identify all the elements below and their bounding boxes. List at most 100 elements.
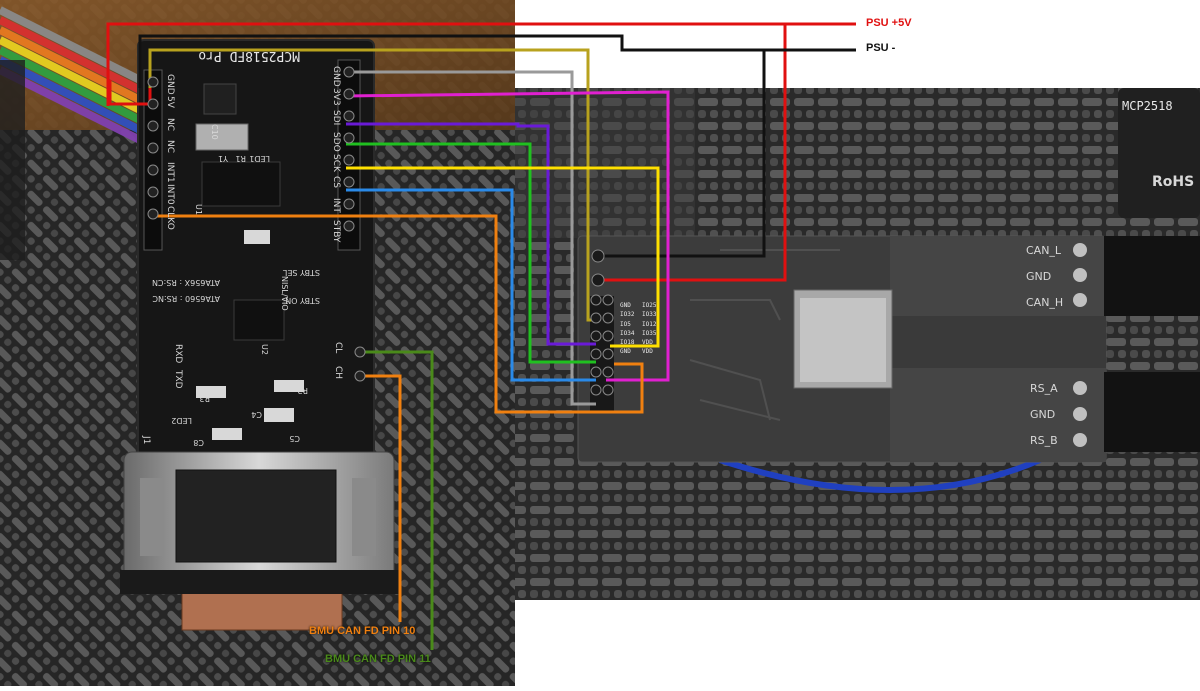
silk-left-r2: R2 <box>297 386 308 395</box>
chip-u1 <box>201 161 281 207</box>
right-header-pin <box>602 312 614 324</box>
silk-left-cl: CL <box>333 342 343 353</box>
right-header-pin <box>590 366 602 378</box>
right-header-pin <box>602 384 614 396</box>
silk-left-r1: R1 <box>235 154 246 163</box>
silk-right-pin-label: INT <box>331 198 341 213</box>
header-pin-left <box>147 120 159 132</box>
left-photo: MCP2518FD Pro <box>0 0 515 686</box>
right-header-pin <box>602 348 614 360</box>
silk-left-r3: R3 <box>199 394 210 403</box>
wire-gnd-gray <box>346 70 596 406</box>
silk-left-j1: J1 <box>141 435 151 444</box>
right-header-pin <box>590 312 602 324</box>
header-pin-left <box>147 186 159 198</box>
right-header-pin <box>602 294 614 306</box>
silk-left-nisl-vio: NISL/VIO <box>280 276 289 311</box>
chip-y1 <box>195 123 249 151</box>
corner-board <box>1118 88 1200 218</box>
can-terminal-pin <box>354 346 366 358</box>
silk-right-pin-label: SDI <box>331 110 341 125</box>
silk-left-c5: C5 <box>289 434 300 443</box>
header-pin-left <box>147 208 159 220</box>
silk-left-led1: LED1 <box>249 154 270 163</box>
right-header-pin <box>590 294 602 306</box>
wire-purple <box>346 122 596 346</box>
silk-left-pin-label: NC <box>165 140 175 153</box>
header-pin-left <box>147 164 159 176</box>
silk-left-pin-label: GND <box>165 74 175 95</box>
db9-connector <box>120 451 400 631</box>
silk-right-pin-label: SDO <box>331 132 341 152</box>
can-terminal-pin <box>354 370 366 382</box>
silk-left-u1: U1 <box>194 204 203 215</box>
silk-left-ata656x-rs-cn: ATA656X : RS:CN <box>152 278 220 287</box>
corner-chip-name: MCP2518 <box>1122 99 1173 113</box>
silk-left-u2: U2 <box>260 344 269 355</box>
silk-left-stby-on: STBY ON <box>285 296 320 305</box>
silk-right-pin-label: VDD <box>642 348 653 355</box>
wire-yellow <box>346 166 660 348</box>
silk-left-pin-label: 5V <box>165 96 175 109</box>
header-pin-right <box>343 154 355 166</box>
header-pin-right <box>343 220 355 232</box>
wire-magenta <box>345 90 670 382</box>
silk-right-pin-label: GND <box>620 348 631 355</box>
silk-right-pin-label: IO5 <box>620 321 631 328</box>
silk-connector-top-label: CAN_H <box>1026 296 1063 309</box>
right-header-pin <box>602 366 614 378</box>
silk-right-pin-label: IO25 <box>642 302 657 309</box>
silk-left-c6: C6 <box>225 428 236 437</box>
silk-connector-bottom-label: GND <box>1030 408 1055 421</box>
right-header-pin <box>590 384 602 396</box>
silk-right-pin-label: IO33 <box>642 311 657 318</box>
power-pin <box>591 273 605 287</box>
silk-right-pin-label: VDD <box>642 339 653 346</box>
silk-left-c10: C10 <box>210 124 219 140</box>
silk-left-rxd: RXD <box>173 344 183 363</box>
silk-left-txd: TXD <box>173 369 183 389</box>
header-pin-right <box>343 66 355 78</box>
right-photo: MCP2518 RoHS <box>515 88 1200 600</box>
header-pin-left <box>147 142 159 154</box>
chip-u2 <box>233 299 285 341</box>
silk-right-pin-label: GND <box>331 66 341 87</box>
header-pin-left <box>147 76 159 88</box>
silk-left-c8: C8 <box>193 438 204 447</box>
silk-right-pin-label: STBY <box>331 220 341 243</box>
silk-right-pin-label: IO18 <box>620 339 635 346</box>
silk-left-pin-label: INT1 <box>165 162 175 183</box>
label-psu-positive: PSU +5V <box>866 17 912 29</box>
label-bmu-can-fd-pin-10: BMU CAN FD PIN 10 <box>309 625 416 637</box>
silk-right-pin-label: 3V3 <box>331 88 341 106</box>
power-pin <box>591 249 605 263</box>
silk-left-pin-label: NC <box>165 118 175 131</box>
silk-left-c4: C4 <box>251 410 262 419</box>
label-psu-negative: PSU - <box>866 42 896 54</box>
wire-psu-positive <box>106 22 856 282</box>
wire-green <box>346 142 596 364</box>
header-pin-right <box>343 132 355 144</box>
silk-right-pin-label: IO12 <box>642 321 657 328</box>
right-header-pin <box>590 330 602 342</box>
silk-left-led2: LED2 <box>171 416 192 425</box>
header-pin-right <box>343 88 355 100</box>
corner-chip-rohs: RoHS <box>1152 174 1194 190</box>
right-header-pin <box>602 330 614 342</box>
silk-right-pin-label: IO35 <box>642 330 657 337</box>
silk-right-pin-label: IO32 <box>620 311 635 318</box>
silk-left-ata6560-rs-nc: ATA6560 : RS:NC <box>152 294 220 303</box>
header-pin-right <box>343 110 355 122</box>
wire-blue <box>346 188 596 382</box>
left-header <box>143 69 163 251</box>
silk-left-y1: Y1 <box>218 154 229 163</box>
label-bmu-can-fd-pin-11: BMU CAN FD PIN 11 <box>325 653 431 665</box>
silk-left-stby-sel: STBY SEL <box>282 268 320 277</box>
wire-olive <box>148 48 596 322</box>
silk-left-ch: CH <box>333 366 343 379</box>
silk-connector-bottom-label: RS_A <box>1030 382 1058 395</box>
silk-connector-top-label: CAN_L <box>1026 244 1062 257</box>
silk-right-pin-label: SCK <box>331 154 341 173</box>
